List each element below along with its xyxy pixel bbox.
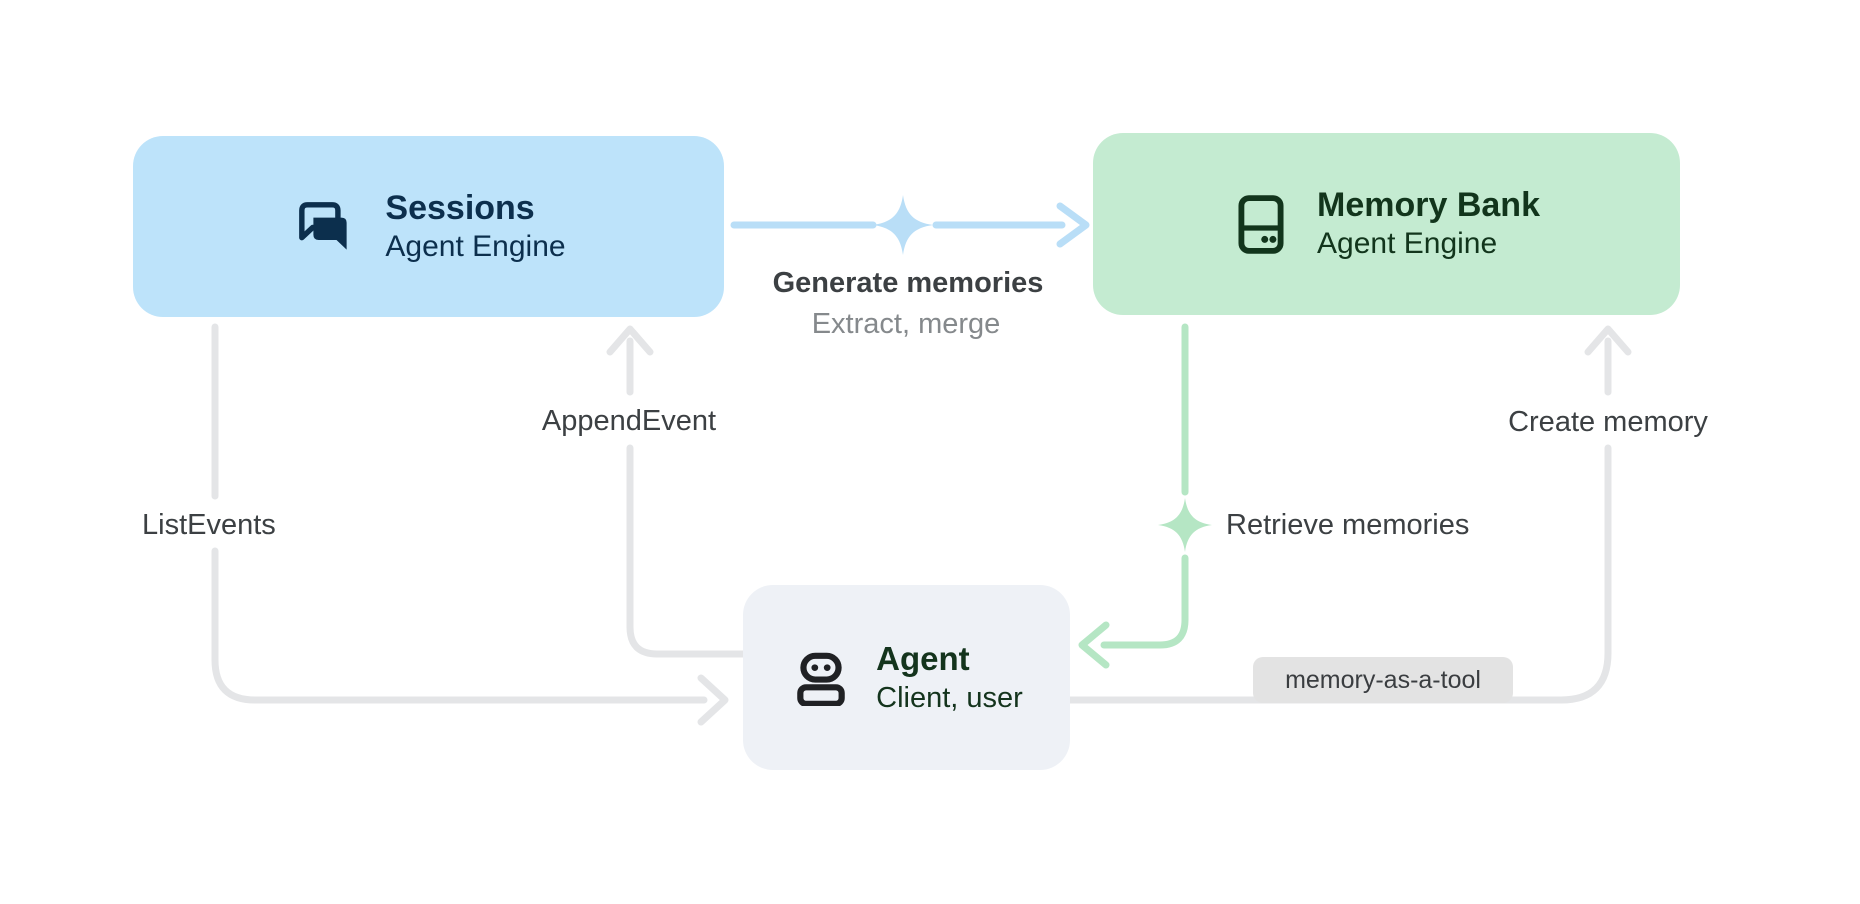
node-subtitle: Client, user bbox=[876, 681, 1023, 714]
edge-append-event bbox=[606, 325, 747, 658]
edge-sublabel-extract-merge: Extract, merge bbox=[811, 308, 1001, 340]
chat-forum-icon bbox=[299, 201, 348, 250]
edge-label-create-memory: Create memory bbox=[1508, 406, 1708, 438]
edge-list-events bbox=[211, 323, 729, 726]
node-title: Memory Bank bbox=[1317, 186, 1540, 224]
node-sessions: Sessions Agent Engine bbox=[133, 136, 724, 317]
arrowhead-right-icon bbox=[697, 674, 729, 726]
arrowhead-right-icon bbox=[1056, 202, 1090, 248]
node-subtitle: Agent Engine bbox=[385, 229, 566, 263]
edge-label-generate-memories: Generate memories bbox=[772, 267, 1044, 299]
sparkle-green-icon bbox=[1158, 498, 1212, 552]
robot-icon bbox=[797, 652, 845, 706]
edge-label-append-event: AppendEvent bbox=[541, 405, 717, 437]
memory-as-a-tool-chip: memory-as-a-tool bbox=[1253, 657, 1513, 703]
edge-label-list-events: ListEvents bbox=[142, 509, 276, 541]
node-subtitle: Agent Engine bbox=[1317, 227, 1498, 260]
node-title: Agent bbox=[876, 639, 970, 677]
arrowhead-up-icon bbox=[606, 325, 654, 356]
node-memory-bank: Memory Bank Agent Engine bbox=[1093, 133, 1680, 315]
node-agent: Agent Client, user bbox=[743, 585, 1070, 770]
node-title: Sessions bbox=[385, 188, 535, 227]
memory-storage-icon bbox=[1238, 194, 1284, 254]
edge-retrieve-memories bbox=[1078, 323, 1189, 669]
edge-generate-memories bbox=[730, 202, 1090, 248]
edge-create-memory bbox=[1066, 325, 1632, 704]
arrowhead-up-icon bbox=[1584, 325, 1632, 356]
sparkle-blue-icon bbox=[873, 195, 933, 255]
arrowhead-left-icon bbox=[1078, 621, 1110, 669]
edge-label-retrieve-memories: Retrieve memories bbox=[1226, 509, 1470, 541]
